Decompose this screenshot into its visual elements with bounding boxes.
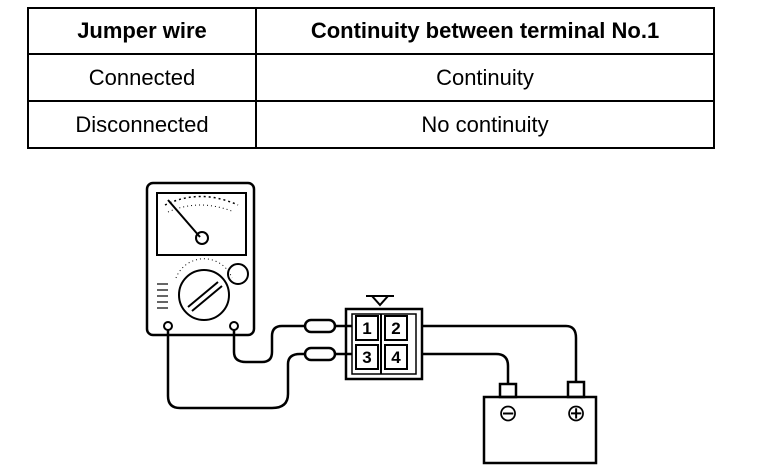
- header-continuity: Continuity between terminal No.1: [255, 7, 715, 55]
- ohmmeter-scale: [164, 195, 239, 206]
- header-jumper-wire: Jumper wire: [27, 7, 257, 55]
- battery-negative-symbol: ⊖: [498, 399, 518, 427]
- probe-3: [303, 346, 337, 362]
- probe-1: [303, 318, 337, 334]
- cell-disconnected: Disconnected: [27, 100, 257, 149]
- ohmmeter-display: [156, 192, 247, 256]
- test-leads: [166, 318, 352, 410]
- table-row: Disconnected No continuity: [27, 100, 715, 149]
- probe-jack-left: [163, 321, 173, 331]
- terminal-3-label: 3: [362, 348, 371, 367]
- connector: [344, 295, 424, 381]
- connector-body: [344, 307, 424, 381]
- needle-pivot: [195, 231, 209, 245]
- battery-wires: [422, 324, 578, 384]
- battery-positive-symbol: ⊕: [566, 399, 586, 427]
- lead-to-terminal-1: [232, 324, 305, 364]
- cell-connected: Connected: [27, 53, 257, 102]
- probe-jack-right: [229, 321, 239, 331]
- lead-to-terminal-3: [166, 330, 305, 410]
- terminal-2-label: 2: [391, 319, 400, 338]
- battery: [482, 380, 598, 465]
- battery-body: [482, 395, 598, 465]
- ohmmeter-needle: [167, 199, 201, 238]
- battery-negative-post: [498, 382, 518, 399]
- wire-terminal-4-to-negative: [422, 352, 510, 384]
- ohmmeter: [145, 181, 256, 337]
- table-header-row: Jumper wire Continuity between terminal …: [27, 7, 715, 55]
- cell-no-continuity: No continuity: [255, 100, 715, 149]
- terminal-4-label: 4: [391, 348, 401, 367]
- zero-adjust-knob: [227, 263, 249, 285]
- ohmmeter-body: [145, 181, 256, 337]
- range-dial: [178, 269, 230, 321]
- battery-positive-post: [566, 380, 586, 399]
- table-row: Connected Continuity: [27, 53, 715, 102]
- continuity-table: Jumper wire Continuity between terminal …: [27, 7, 715, 149]
- cell-continuity: Continuity: [255, 53, 715, 102]
- terminal-1-label: 1: [362, 319, 371, 338]
- wire-terminal-2-to-positive: [422, 324, 578, 382]
- connector-lock-tab: [369, 295, 391, 307]
